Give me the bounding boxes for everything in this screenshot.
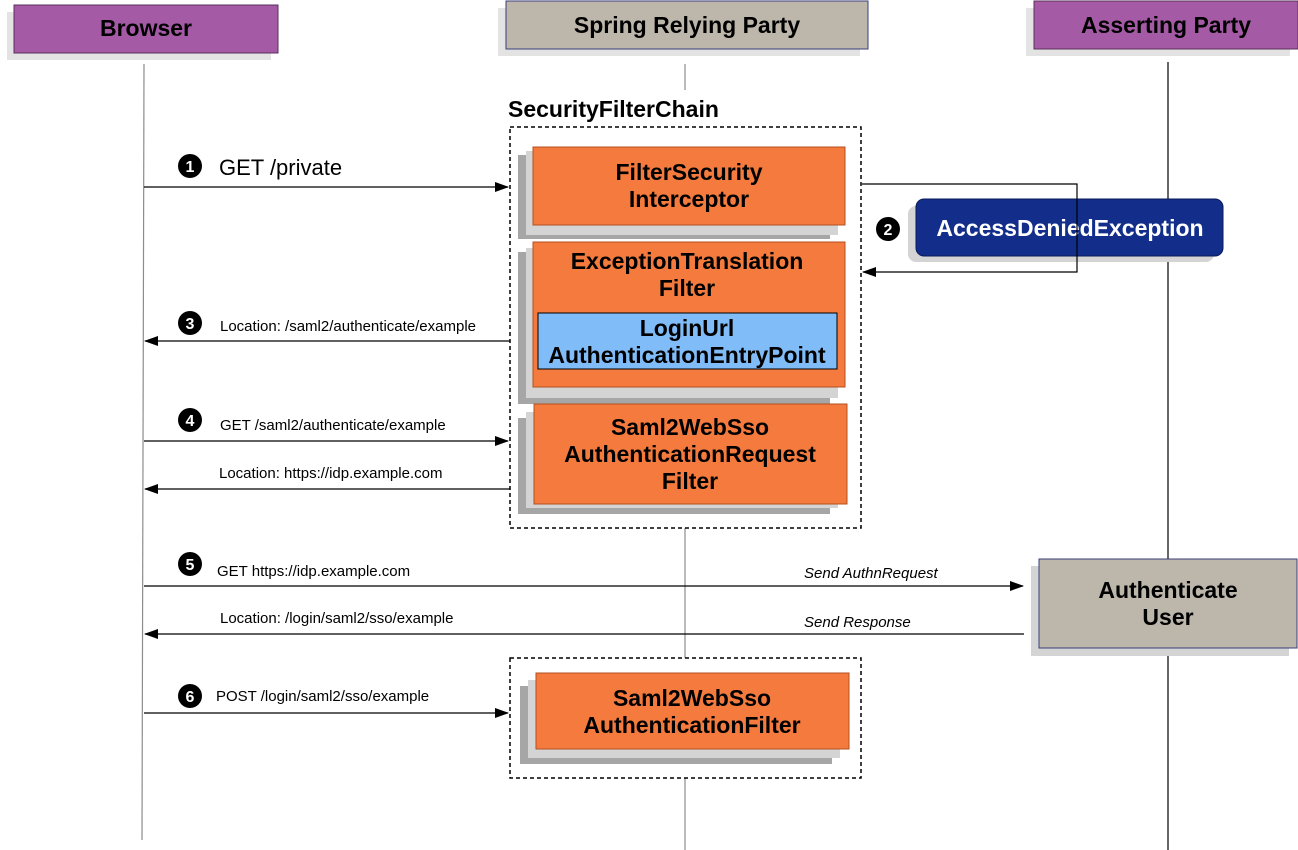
step-5-badge: 5 (178, 552, 202, 576)
step-5-number: 5 (186, 557, 195, 574)
saml2-authentication-filter: Saml2WebSso AuthenticationFilter (520, 672, 850, 764)
get-private-label: GET /private (219, 155, 342, 180)
filter-security-interceptor-line1: FilterSecurity (616, 159, 763, 185)
step-2-badge: 2 (876, 217, 900, 241)
location-idp-label: Location: https://idp.example.com (219, 465, 442, 482)
saml2-request-filter-line1: Saml2WebSso (611, 414, 769, 440)
saml2-request-filter-line3: Filter (662, 468, 718, 494)
filter-security-interceptor-line2: Interceptor (629, 186, 749, 212)
saml2-request-filter-line2: AuthenticationRequest (564, 441, 816, 467)
location-sso-label: Location: /login/saml2/sso/example (220, 610, 453, 627)
saml2-authentication-filter-line2: AuthenticationFilter (583, 712, 800, 738)
authenticate-user-line1: Authenticate (1098, 577, 1237, 603)
asserting-party-participant: Asserting Party (1026, 0, 1298, 56)
step-1-badge: 1 (178, 154, 202, 178)
step-2-number: 2 (884, 222, 893, 239)
get-idp-label: GET https://idp.example.com (217, 563, 410, 580)
post-sso-label: POST /login/saml2/sso/example (216, 688, 429, 705)
login-url-authentication-entry-point: LoginUrl AuthenticationEntryPoint (537, 312, 838, 370)
step-3-badge: 3 (178, 311, 202, 335)
get-authenticate-label: GET /saml2/authenticate/example (220, 417, 446, 434)
browser-participant: Browser (7, 4, 279, 60)
exception-translation-filter-line1: ExceptionTranslation (571, 248, 804, 274)
authenticate-user-line2: User (1142, 604, 1193, 630)
step-4-badge: 4 (178, 408, 202, 432)
asserting-party-label: Asserting Party (1081, 12, 1251, 38)
exception-loop-line (862, 183, 1078, 277)
relying-party-label: Spring Relying Party (574, 12, 800, 38)
access-denied-exception: AccessDeniedException (908, 198, 1224, 262)
step-6-badge: 6 (178, 684, 202, 708)
authenticate-user-box: Authenticate User (1031, 558, 1298, 656)
saml2-authentication-filter-line1: Saml2WebSso (613, 685, 771, 711)
step-3-number: 3 (186, 316, 195, 333)
send-authn-request-label: Send AuthnRequest (804, 565, 939, 582)
browser-label: Browser (100, 15, 192, 41)
browser-lifeline (141, 63, 145, 841)
saml2-authentication-request-filter: Saml2WebSso AuthenticationRequest Filter (518, 403, 848, 514)
filter-security-interceptor: FilterSecurity Interceptor (518, 146, 846, 239)
exception-translation-filter-line2: Filter (659, 275, 715, 301)
access-denied-exception-label: AccessDeniedException (936, 215, 1203, 241)
entry-point-line1: LoginUrl (640, 315, 735, 341)
relying-party-participant: Spring Relying Party (498, 0, 869, 56)
entry-point-line2: AuthenticationEntryPoint (548, 342, 826, 368)
step-6-number: 6 (186, 689, 195, 706)
step-1-number: 1 (186, 159, 195, 176)
security-filter-chain-title: SecurityFilterChain (508, 96, 719, 122)
location-authenticate-label: Location: /saml2/authenticate/example (220, 318, 476, 335)
send-response-label: Send Response (804, 614, 911, 631)
step-4-number: 4 (186, 413, 195, 430)
